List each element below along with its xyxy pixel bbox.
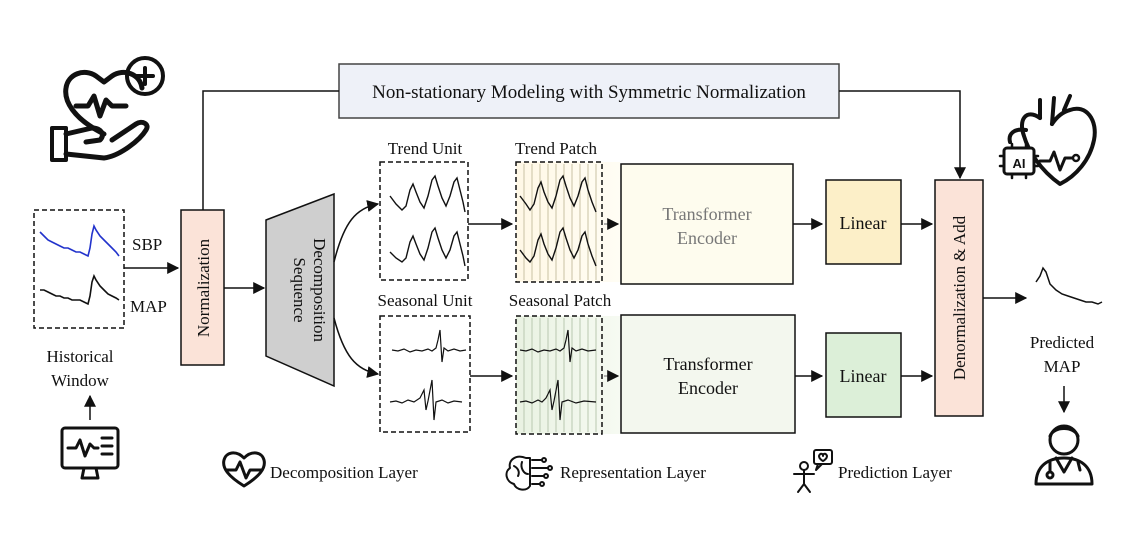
trend-wave-1 (389, 174, 466, 213)
seasonal-patch-wave-1 (519, 329, 597, 363)
decomposition-label-2: Decomposition (310, 238, 329, 342)
window-label-1: Historical (46, 347, 113, 366)
sbp-waveform (39, 223, 120, 258)
output-label-1: Predicted (1030, 333, 1095, 352)
trend-patch-wave-1 (519, 174, 597, 213)
doctor-icon (1034, 424, 1094, 486)
decomposition-label-1: Sequence (290, 257, 309, 322)
encoder-top-label-1: Transformer (662, 204, 751, 224)
monitor-icon (60, 426, 120, 480)
decomposition-legend-icon (222, 451, 266, 488)
map-label: MAP (130, 297, 167, 316)
output-label-2: MAP (1044, 357, 1081, 376)
input-window-box (33, 209, 125, 329)
heart-hand-icon (50, 56, 165, 162)
banner-text: Non-stationary Modeling with Symmetric N… (372, 82, 806, 103)
linear-bottom-box (825, 332, 902, 418)
seasonal-wave-1 (391, 329, 467, 363)
normalization-box (180, 209, 225, 366)
map-waveform (40, 273, 120, 306)
encoder-bottom-label-2: Encoder (678, 378, 738, 398)
linear-top-box (825, 179, 902, 265)
legend-representation: Representation Layer (560, 463, 706, 482)
denorm-label: Denormalization & Add (950, 215, 969, 380)
sbp-label: SBP (132, 235, 162, 254)
seasonal-patch-label: Seasonal Patch (509, 291, 612, 310)
arrow-to-trend (333, 200, 380, 263)
trend-patch-dividers (523, 164, 597, 280)
legend-prediction: Prediction Layer (838, 463, 952, 482)
legend-decomposition: Decomposition Layer (270, 463, 418, 482)
bypass-line-right (839, 90, 966, 180)
ai-heart-icon (998, 94, 1097, 186)
linear-bottom-label: Linear (840, 366, 887, 386)
trend-patch-box (515, 161, 603, 283)
seasonal-unit-label: Seasonal Unit (378, 291, 473, 310)
seasonal-unit-box (379, 315, 471, 433)
seasonal-patch-dividers (523, 318, 597, 432)
seasonal-wave-2 (389, 379, 463, 421)
denorm-box (934, 179, 984, 417)
normalization-label: Normalization (194, 238, 213, 337)
encoder-top-box (620, 163, 794, 285)
predicted-map-waveform (1035, 266, 1103, 305)
encoder-bottom-box (620, 314, 796, 434)
trend-unit-box (379, 161, 469, 281)
ai-badge-text: AI (1013, 156, 1026, 171)
banner-box (338, 63, 840, 119)
trend-unit-label: Trend Unit (388, 139, 463, 158)
bypass-line-left (202, 90, 339, 210)
seasonal-patch-box (515, 315, 603, 435)
seasonal-patch-wave-2 (519, 379, 597, 421)
encoder-bottom-label-1: Transformer (663, 354, 752, 374)
linear-top-label: Linear (840, 213, 887, 233)
representation-legend-icon (505, 455, 553, 491)
trend-wave-2 (389, 226, 466, 267)
arrow-to-seasonal (333, 317, 380, 378)
prediction-legend-icon (793, 449, 833, 493)
window-label-2: Window (51, 371, 110, 390)
encoder-top-label-2: Encoder (677, 228, 737, 248)
decomposition-block (265, 192, 335, 388)
trend-patch-label: Trend Patch (515, 139, 598, 158)
trend-patch-wave-2 (519, 226, 597, 267)
